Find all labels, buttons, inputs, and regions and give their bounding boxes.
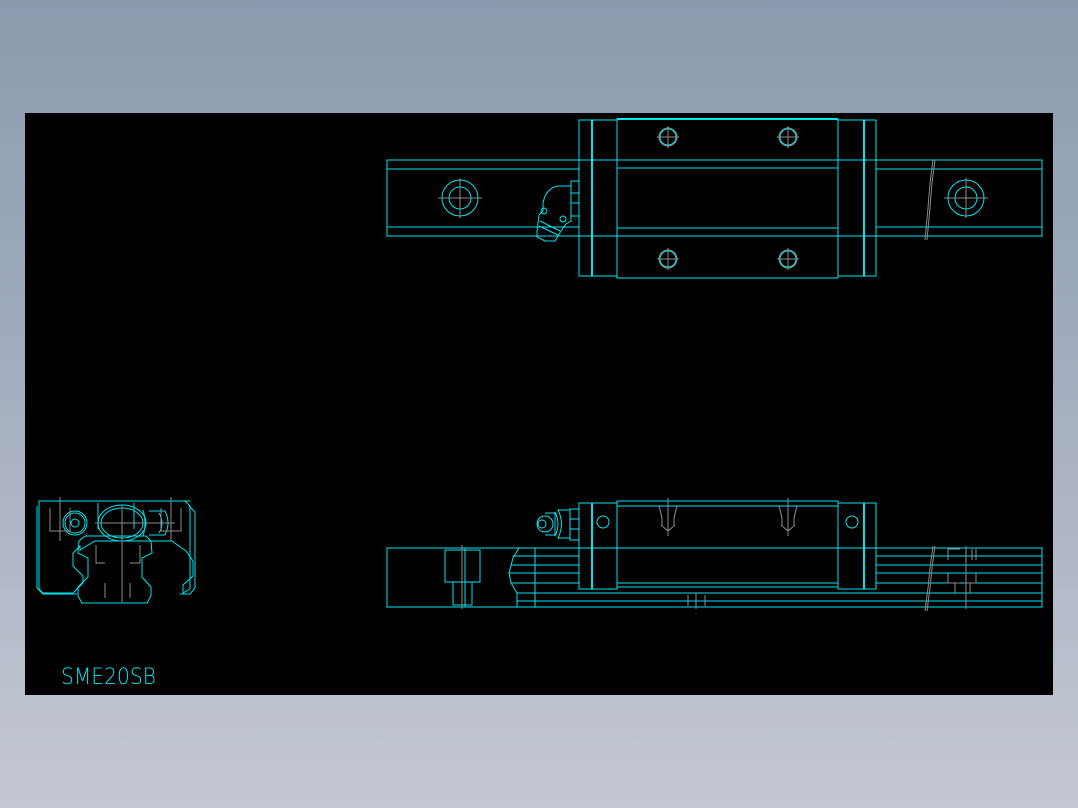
mounting-hole-icon — [657, 126, 679, 148]
carriage-block-end — [38, 500, 194, 594]
end-view — [36, 497, 196, 604]
rail-hole-right-icon — [944, 178, 988, 218]
mounting-hole-icon — [777, 248, 799, 270]
break-line — [924, 159, 934, 241]
mounting-hole-icon — [777, 126, 799, 148]
drawing-title-label: SME20SB — [61, 665, 156, 690]
carriage-block-top — [616, 118, 839, 279]
rail-profile-end — [77, 535, 153, 604]
top-view — [386, 118, 1043, 279]
grease-nipple-side-icon — [536, 508, 580, 541]
carriage-block-side — [616, 500, 839, 588]
cad-drawing-canvas[interactable]: SME20SB — [25, 113, 1053, 695]
rail-outline-top — [386, 159, 1043, 237]
rail-hole-left-icon — [438, 178, 482, 218]
mounting-hole-icon — [657, 248, 679, 270]
rail-outline-side — [386, 547, 1043, 608]
side-view — [386, 498, 1043, 612]
cad-drawing — [36, 118, 1043, 612]
grease-nipple-icon — [536, 180, 580, 242]
